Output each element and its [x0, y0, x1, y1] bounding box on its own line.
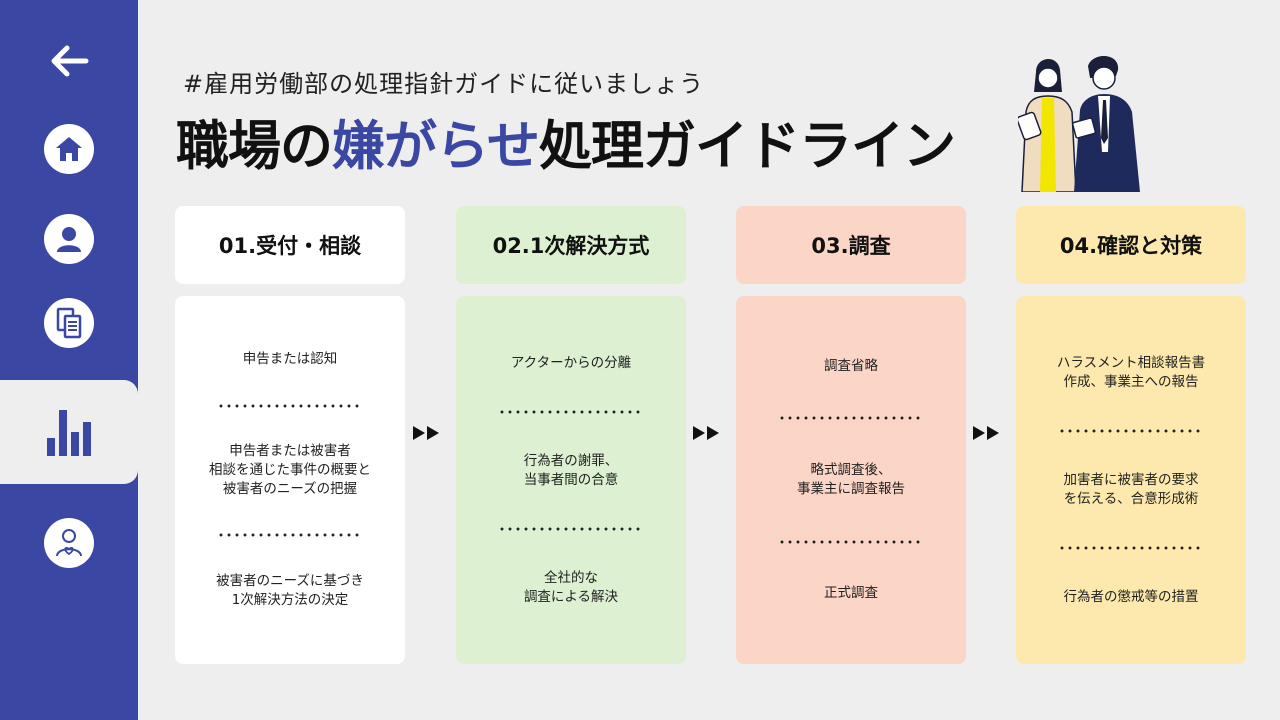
title-part1: 職場の	[176, 116, 333, 177]
step-2-item-2: 行為者の謝罪、 当事者間の合意	[523, 452, 619, 488]
step-2-header: 02.1次解決方式	[456, 206, 686, 284]
step-4-header: 04.確認と対策	[1016, 206, 1246, 284]
bar-chart-icon	[47, 410, 91, 456]
nav-chart-tab-active[interactable]	[0, 380, 138, 484]
care-icon	[56, 529, 82, 557]
dotted-divider	[217, 533, 363, 538]
home-icon	[56, 137, 82, 161]
step-4-item-1: ハラスメント相談報告書 作成、事業主への報告	[1056, 354, 1206, 390]
step-3-body: 調査省略 略式調査後、 事業主に調査報告 正式調査	[736, 296, 966, 664]
step-3-header: 03.調査	[736, 206, 966, 284]
user-icon	[57, 227, 81, 252]
flow-arrow-icon	[413, 426, 439, 440]
dotted-divider	[498, 527, 644, 531]
nav-home-button[interactable]	[44, 124, 94, 174]
flow-arrow-icon	[973, 426, 999, 440]
step-2-item-3: 全社的な 調査による解決	[523, 569, 619, 605]
dotted-divider	[217, 403, 363, 408]
title-highlight: 嫌がらせ	[332, 116, 540, 177]
people-illustration	[1018, 55, 1140, 192]
step-4-item-2: 加害者に被害者の要求 を伝える、合意形成術	[1063, 471, 1199, 507]
nav-profile-button[interactable]	[44, 214, 94, 264]
dotted-divider	[1058, 546, 1204, 550]
sidebar	[0, 0, 138, 720]
step-1-item-1: 申告または認知	[242, 351, 338, 368]
page-subtitle: #雇用労働部の処理指針ガイドに従いましょう	[183, 70, 705, 98]
document-icon	[56, 307, 82, 339]
step-1-body: 申告または認知 申告者または被害者 相談を通じた事件の概要と 被害者のニーズの把…	[175, 296, 405, 664]
step-1-item-3: 被害者のニーズに基づき 1次解決方法の決定	[216, 572, 364, 608]
page-title: 職場の嫌がらせ処理ガイドライン	[176, 104, 956, 180]
flow-arrow-icon	[693, 426, 719, 440]
step-1-header: 01.受付・相談	[175, 206, 405, 284]
step-3-item-1: 調査省略	[824, 357, 878, 374]
step-4-body: ハラスメント相談報告書 作成、事業主への報告 加害者に被害者の要求 を伝える、合…	[1016, 296, 1246, 664]
step-3-item-2: 略式調査後、 事業主に調査報告	[797, 461, 905, 497]
nav-care-button[interactable]	[44, 518, 94, 568]
back-arrow-icon	[51, 45, 89, 77]
dotted-divider	[778, 539, 924, 544]
step-3-item-3: 正式調査	[824, 585, 878, 602]
step-2-item-1: アクターからの分離	[510, 354, 632, 371]
title-part2: 処理ガイドライン	[538, 116, 956, 177]
step-2-body: アクターからの分離 行為者の謝罪、 当事者間の合意 全社的な 調査による解決	[456, 296, 686, 664]
dotted-divider	[1058, 429, 1204, 433]
dotted-divider	[778, 416, 924, 421]
nav-documents-button[interactable]	[44, 298, 94, 348]
step-4-item-3: 行為者の懲戒等の措置	[1063, 588, 1199, 605]
back-button[interactable]	[44, 38, 94, 84]
step-1-item-2: 申告者または被害者 相談を通じた事件の概要と 被害者のニーズの把握	[209, 442, 371, 497]
dotted-divider	[498, 410, 644, 414]
